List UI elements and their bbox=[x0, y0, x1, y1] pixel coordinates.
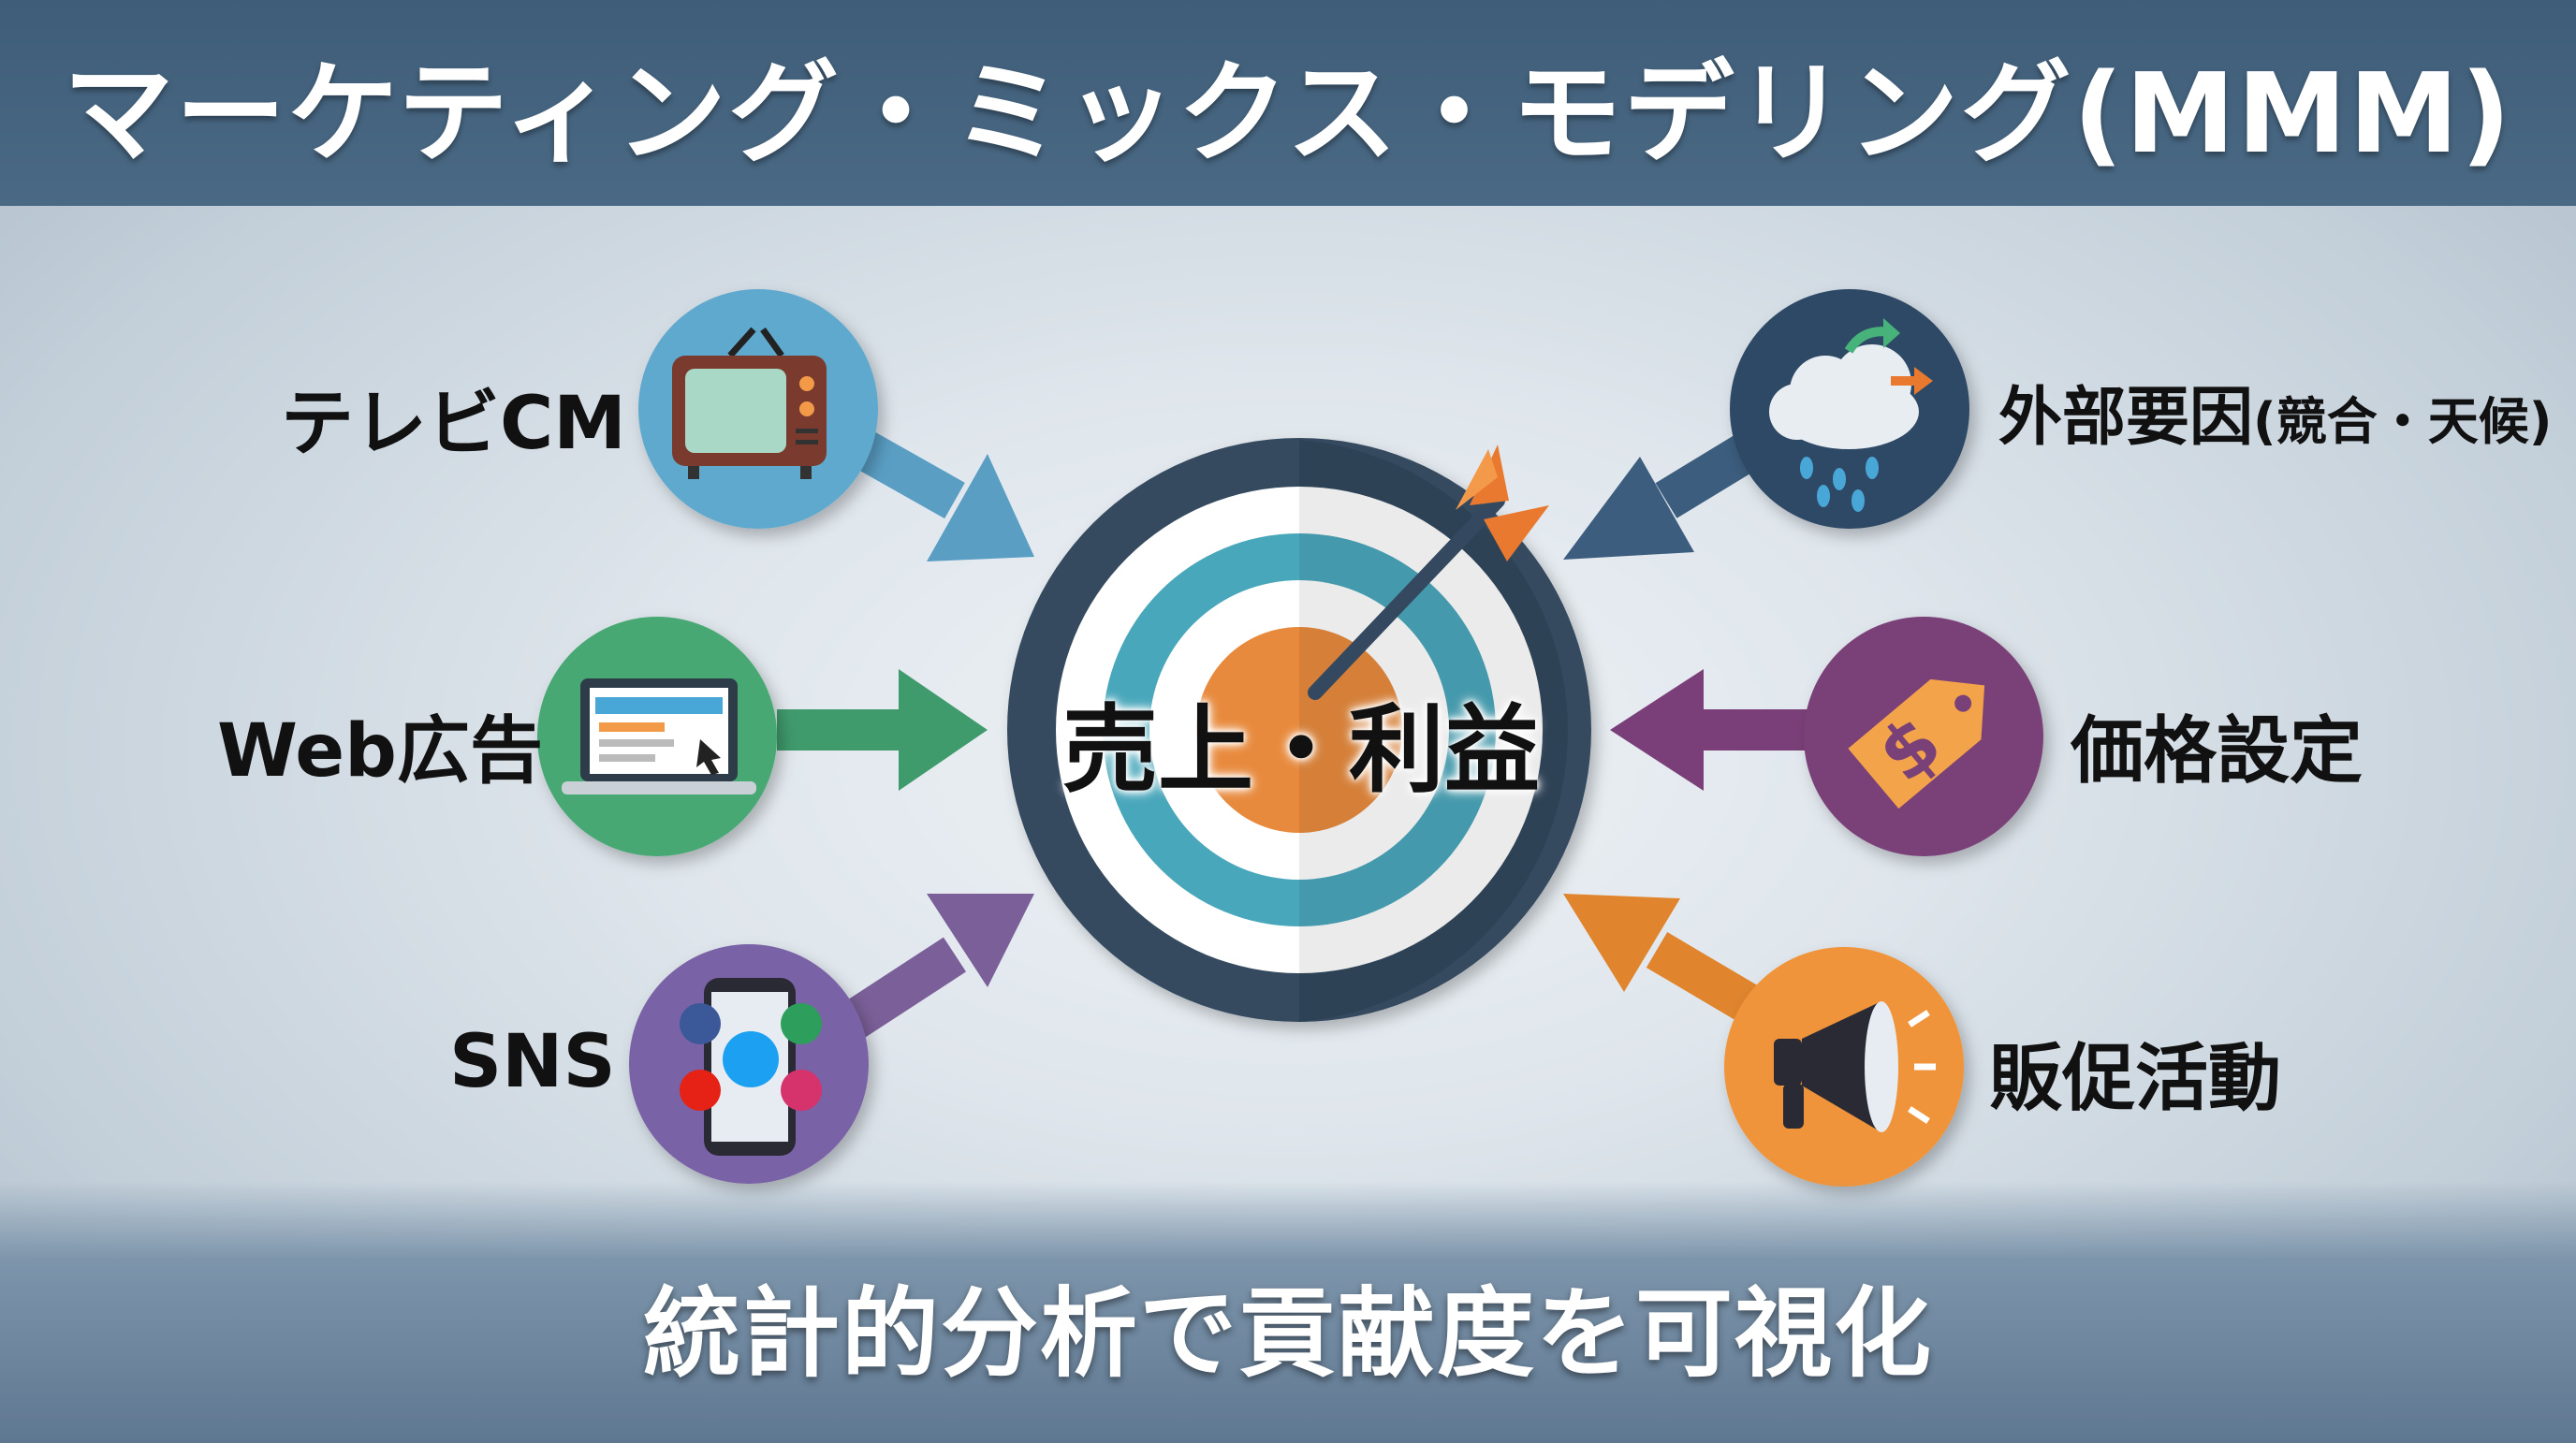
label-tv: テレビCM bbox=[281, 382, 626, 466]
label-external-sub: (競合・天候) bbox=[2253, 392, 2553, 451]
rain-cloud-icon bbox=[1730, 289, 1969, 529]
label-external-main: 外部要因 bbox=[1998, 381, 2254, 455]
smartphone-social-icon bbox=[629, 944, 869, 1184]
center-label: 売上・利益 bbox=[1062, 695, 1540, 807]
megaphone-icon bbox=[1724, 947, 1964, 1187]
price-tag-icon: $ bbox=[1804, 617, 2043, 856]
arrow-price bbox=[1610, 669, 1816, 791]
tv-icon bbox=[638, 289, 878, 529]
arrow-promo bbox=[1563, 894, 1771, 1028]
page-title: マーケティング・ミックス・モデリング(MMM) bbox=[63, 48, 2513, 178]
label-external: 外部要因(競合・天候) bbox=[1998, 365, 2552, 458]
arrow-sns bbox=[835, 894, 1034, 1042]
dart-arrow-icon bbox=[1308, 445, 1549, 700]
arrow-tv bbox=[837, 421, 1034, 561]
laptop-icon bbox=[537, 617, 777, 856]
label-sns: SNS bbox=[449, 1020, 616, 1104]
label-price: 価格設定 bbox=[2071, 709, 2364, 794]
target-icon bbox=[1007, 438, 1591, 1022]
label-web: Web広告 bbox=[217, 709, 543, 794]
footer-band bbox=[0, 1181, 2576, 1443]
arrow-web bbox=[777, 669, 988, 791]
title-bar: マーケティング・ミックス・モデリング(MMM) bbox=[0, 0, 2576, 206]
label-promo: 販促活動 bbox=[1989, 1037, 2282, 1121]
footer-caption: 統計的分析で貢献度を可視化 bbox=[642, 1276, 1933, 1391]
